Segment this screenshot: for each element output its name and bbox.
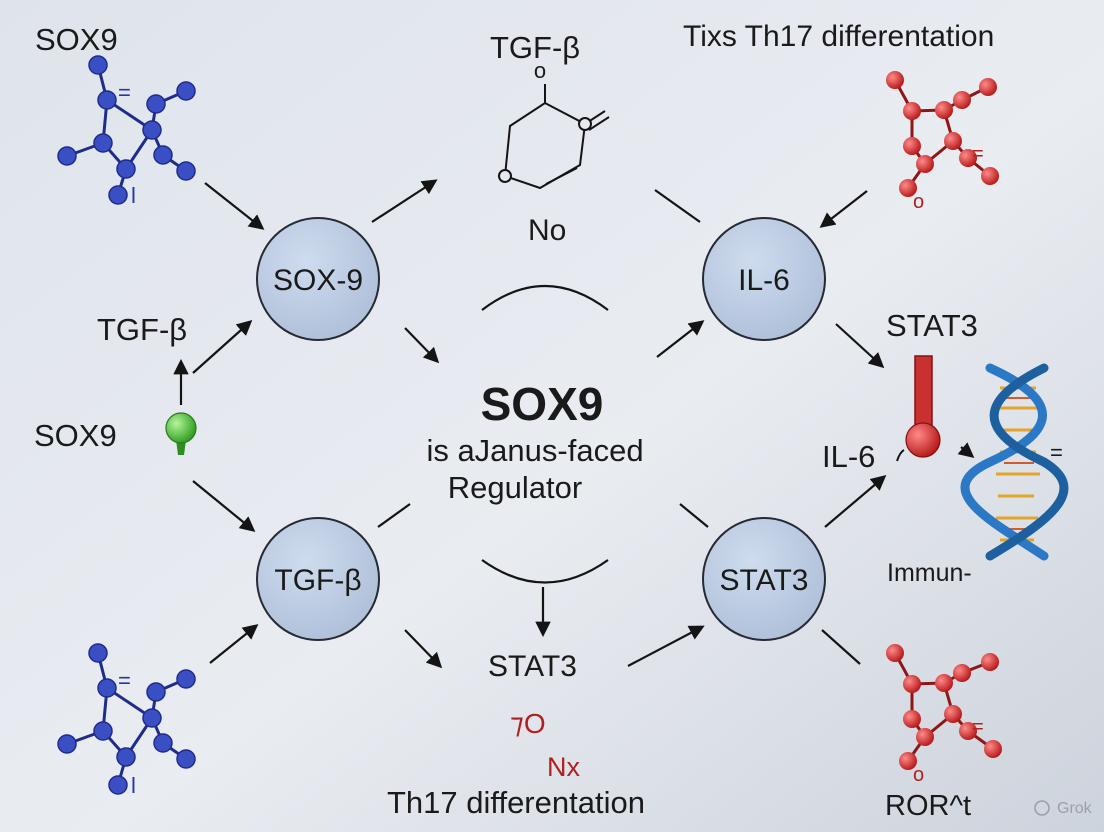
label-mid-left-sox9: SOX9	[34, 418, 117, 453]
label-stat3-center: STAT3	[488, 650, 577, 683]
node-il6-label: IL-6	[738, 264, 790, 297]
node-stat3-circle	[702, 517, 826, 641]
label-immun: Immun-	[887, 559, 972, 587]
blue-molecule-top-l: l	[131, 183, 136, 208]
arrows	[173, 179, 975, 669]
arrow-stat3node-to-il6	[824, 475, 887, 528]
arrow-center-to-il6	[656, 320, 705, 358]
label-no: No	[528, 214, 566, 247]
blue-molecule-top-icon: = l	[57, 55, 196, 208]
arrow-marker-to-dna	[957, 442, 975, 458]
label-ror: ROR^t	[885, 790, 971, 822]
stat3-indicator-icon	[896, 355, 941, 462]
label-red-nx: Nx	[547, 752, 580, 782]
red-molecule-bottom-icon: = o	[886, 644, 1002, 786]
label-top-tgf-o: o	[534, 58, 546, 83]
center-title: SOX9 is aJanus-faced Regulator	[426, 378, 643, 505]
label-top-left-sox9: SOX9	[35, 22, 118, 57]
tgf-ring-structure-icon	[498, 84, 610, 190]
arrow-mol-to-tgf	[209, 624, 259, 664]
red-molecule-top-o: o	[913, 191, 924, 213]
label-stat3-right: STAT3	[886, 308, 978, 343]
center-title-line2: Regulator	[448, 470, 582, 505]
node-tgf-circle	[256, 517, 380, 641]
red-molecule-bottom-mark: =	[972, 716, 984, 738]
label-top-right: Tixs Th17 differentation	[683, 20, 994, 53]
red-molecule-top-mark: =	[972, 143, 984, 165]
label-mid-left-tgf: TGF-β	[97, 312, 187, 347]
node-stat3: STAT3	[702, 517, 826, 641]
blue-molecule-top-mark: =	[118, 80, 131, 105]
center-title-line1: is aJanus-faced	[426, 433, 643, 468]
arrow-sox9-to-center	[404, 327, 440, 364]
arrow-mol-to-il6	[819, 190, 868, 228]
arrow-il6-to-stat3	[835, 323, 885, 369]
blue-molecule-bottom-l: l	[131, 773, 136, 798]
dna-helix-icon: =	[960, 363, 1069, 561]
blue-molecule-bottom-icon: = l	[57, 643, 196, 798]
arrow-mol-to-sox9	[204, 182, 265, 230]
blue-molecule-bottom-mark: =	[118, 668, 131, 693]
arrow-tgf-to-sox9	[192, 319, 253, 374]
dna-mark: =	[1050, 440, 1063, 465]
watermark: Grok	[1057, 800, 1093, 817]
center-title-main: SOX9	[481, 378, 604, 430]
node-stat3-label: STAT3	[720, 564, 809, 597]
line-tgf-to-il6	[654, 189, 701, 223]
red-molecule-bottom-o: o	[913, 764, 924, 786]
arc-top	[481, 285, 609, 311]
red-molecule-top-icon: = o	[886, 71, 999, 213]
node-tgf: TGF-β	[256, 517, 380, 641]
node-tgf-label: TGF-β	[274, 564, 361, 597]
arrow-sox9-to-tgf	[192, 480, 256, 532]
label-top-tgf: TGF-β	[490, 30, 580, 65]
label-red-o: ⁊O	[510, 708, 546, 739]
node-il6: IL-6	[702, 217, 826, 341]
arrow-tgf-to-stat3	[404, 629, 443, 669]
arrow-sox9-to-tgf-structure	[371, 179, 438, 223]
node-sox9-label: SOX-9	[273, 264, 363, 297]
node-il6-circle	[702, 217, 826, 341]
watermark-icon	[1034, 800, 1050, 816]
node-sox9: SOX-9	[256, 217, 380, 341]
node-sox9-circle	[256, 217, 380, 341]
line-center-to-tgf	[377, 503, 411, 528]
line-center-to-stat3	[679, 503, 709, 528]
green-marker-icon	[165, 412, 197, 455]
label-bottom-th17: Th17 differentation	[387, 785, 645, 820]
arrow-stat3-to-stat3node	[627, 625, 705, 667]
line-stat3-to-ror	[821, 629, 861, 665]
arc-bottom	[481, 559, 609, 584]
label-il6-right: IL-6	[822, 439, 875, 474]
